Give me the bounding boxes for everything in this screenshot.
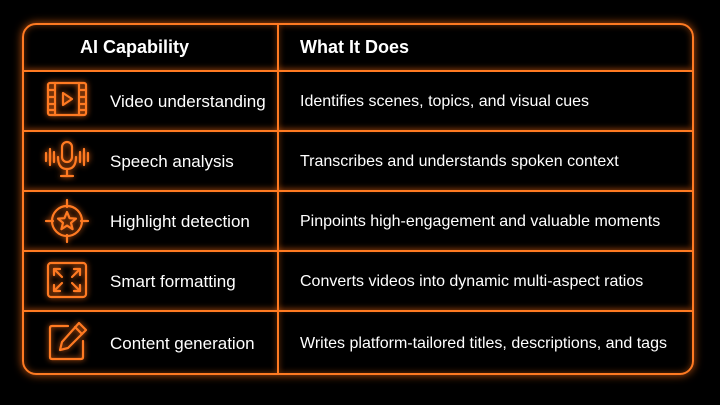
capability-description: Converts videos into dynamic multi-aspec… [300,273,644,290]
capability-description: Identifies scenes, topics, and visual cu… [300,93,590,110]
capability-description: Transcribes and understands spoken conte… [300,153,619,170]
capability-description: Writes platform-tailored titles, descrip… [300,335,667,352]
table-row: Highlight detection Pinpoints high-engag… [24,190,692,250]
expand-icon [44,258,90,304]
header-what-it-does: What It Does [300,37,410,57]
table-row: Content generation Writes platform-tailo… [24,310,692,373]
target-star-icon [44,198,90,244]
column-divider [277,25,279,373]
table-row: Video understanding Identifies scenes, t… [24,70,692,130]
capability-label: Highlight detection [110,212,250,231]
capability-description: Pinpoints high-engagement and valuable m… [300,213,661,230]
table-header-row: AI Capability What It Does [24,25,692,70]
table-row: Speech analysis Transcribes and understa… [24,130,692,190]
table-row: Smart formatting Converts videos into dy… [24,250,692,310]
edit-icon [44,319,90,365]
video-icon [44,77,90,123]
capability-table: AI Capability What It Does Video underst… [22,23,694,375]
capability-label: Content generation [110,334,255,353]
capability-label: Video understanding [110,92,266,111]
microphone-icon [44,138,90,184]
header-capability: AI Capability [80,37,190,57]
capability-label: Speech analysis [110,152,234,171]
capability-label: Smart formatting [110,272,236,291]
